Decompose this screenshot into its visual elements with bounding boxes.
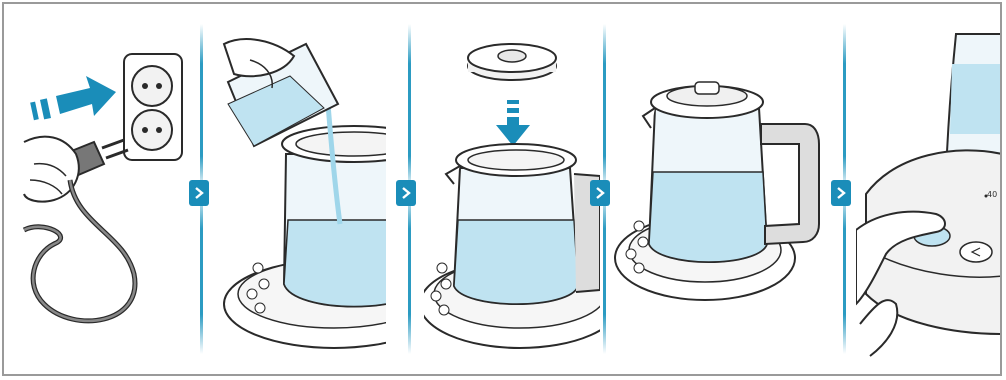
plug-into-socket-icon <box>4 4 199 374</box>
temperature-label: 40 <box>987 190 997 199</box>
next-step-button[interactable] <box>590 180 610 206</box>
chevron-right-icon <box>401 186 411 200</box>
instruction-strip: 40 <box>2 2 1002 376</box>
step-2-panel <box>214 4 386 374</box>
kettle-on-base-icon <box>609 4 839 374</box>
step-4-panel <box>609 4 839 374</box>
next-step-button[interactable] <box>831 180 851 206</box>
press-button-icon <box>856 4 1002 374</box>
attach-lid-icon <box>424 4 600 374</box>
step-1-panel <box>4 4 199 374</box>
next-step-button[interactable] <box>189 180 209 206</box>
step-5-panel: 40 <box>856 4 1002 374</box>
step-3-panel <box>424 4 600 374</box>
pour-water-icon <box>214 4 386 374</box>
chevron-right-icon <box>595 186 605 200</box>
next-step-button[interactable] <box>396 180 416 206</box>
chevron-right-icon <box>836 186 846 200</box>
chevron-right-icon <box>194 186 204 200</box>
